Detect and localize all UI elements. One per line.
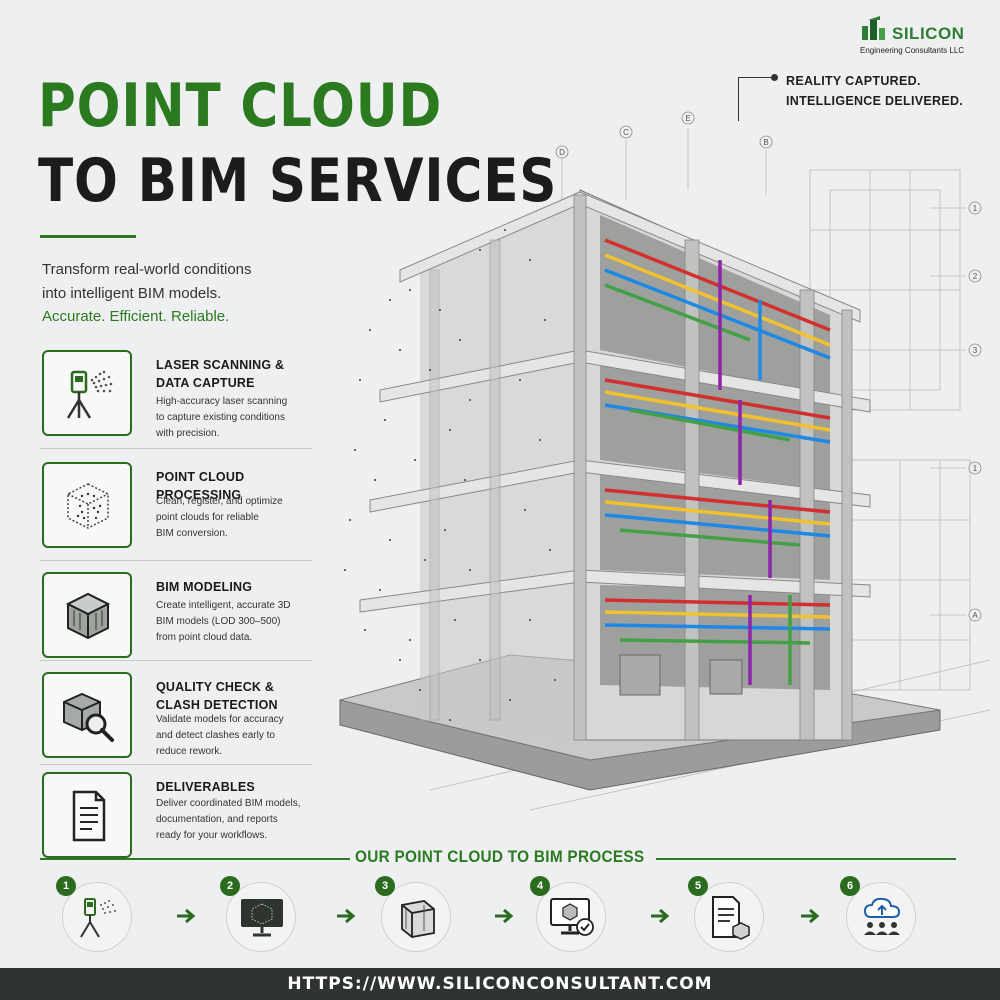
tagline-bracket (738, 77, 774, 121)
process-step-6: 6 (840, 876, 920, 956)
step-number: 4 (530, 876, 550, 896)
arrow-right-icon (801, 908, 820, 924)
service-title: POINT CLOUD PROCESSING (156, 470, 245, 502)
intro-line-1: Transform real-world conditions (42, 261, 252, 278)
tagline: REALITY CAPTURED. INTELLIGENCE DELIVERED… (738, 74, 988, 122)
intro-tagline: Accurate. Efficient. Reliable. (42, 308, 230, 325)
building-illustration: D C E B 1 2 3 1 A (339, 111, 991, 811)
process-title: OUR POINT CLOUD TO BIM PROCESS (355, 848, 645, 866)
arrow-right-icon (337, 908, 356, 924)
logo-building-icon (862, 16, 885, 40)
service-description: High-accuracy laser scanning to capture … (156, 396, 288, 439)
service-description: Create intelligent, accurate 3D BIM mode… (156, 600, 291, 643)
logo-subtitle: Engineering Consultants LLC (860, 46, 965, 55)
grid-label: B (763, 138, 768, 147)
monitor-check-icon (550, 898, 594, 936)
grid-label: 2 (973, 272, 978, 281)
process-rule-left (40, 858, 350, 860)
page-title-line-1: POINT CLOUD (38, 71, 443, 141)
point-cloud (344, 229, 556, 721)
service-title: BIM MODELING (156, 580, 253, 594)
service-bim-modeling: BIM MODELING Create intelligent, accurat… (40, 572, 312, 666)
footer-bar (0, 968, 1000, 1000)
service-title: LASER SCANNING & DATA CAPTURE (156, 358, 285, 390)
laser-scanner-icon (80, 898, 116, 938)
document-box-icon (712, 896, 750, 940)
process-step-5: 5 (688, 876, 768, 956)
arrow-right-icon (495, 908, 514, 924)
service-laser-scanning: LASER SCANNING & DATA CAPTURE High-accur… (40, 350, 312, 444)
service-divider (40, 560, 312, 561)
laser-scanner-icon (66, 370, 113, 419)
tagline-line-1: REALITY CAPTURED. (786, 74, 921, 88)
step-number: 5 (688, 876, 708, 896)
logo-brand: SILICON (892, 24, 965, 43)
title-underline (40, 235, 136, 238)
step-number: 2 (220, 876, 240, 896)
process-step-3: 3 (375, 876, 455, 956)
grid-label: 1 (973, 464, 978, 473)
company-logo: SILICON Engineering Consultants LLC (858, 14, 988, 60)
process-step-4: 4 (530, 876, 610, 956)
service-icon-box (42, 462, 132, 548)
point-cloud-cube-icon (67, 483, 109, 529)
service-title: DELIVERABLES (156, 780, 255, 794)
grid-bubbles (555, 111, 982, 622)
bim-cube-icon (65, 592, 111, 640)
service-description: Validate models for accuracy and detect … (156, 714, 284, 757)
tagline-dot (771, 74, 778, 81)
magnifier-cube-icon (63, 692, 114, 742)
service-icon-box (42, 772, 132, 858)
wireframe-cube-icon (401, 900, 435, 938)
service-point-cloud-processing: POINT CLOUD PROCESSING Clean, register, … (40, 462, 312, 556)
grid-label: 3 (973, 346, 978, 355)
service-divider (40, 660, 312, 661)
service-divider (40, 764, 312, 765)
service-icon-box (42, 572, 132, 658)
service-icon-box (42, 350, 132, 436)
service-deliverables: DELIVERABLES Deliver coordinated BIM mod… (40, 772, 312, 866)
process-step-1: 1 (56, 876, 136, 956)
document-icon (72, 790, 106, 842)
arrow-right-icon (177, 908, 196, 924)
step-number: 6 (840, 876, 860, 896)
grid-label: C (623, 128, 629, 137)
process-step-2: 2 (220, 876, 300, 956)
step-number: 3 (375, 876, 395, 896)
service-divider (40, 448, 312, 449)
intro-line-2: into intelligent BIM models. (42, 285, 222, 302)
service-title: QUALITY CHECK & CLASH DETECTION (156, 680, 278, 712)
monitor-pointcloud-icon (241, 899, 283, 937)
grid-label: 1 (973, 204, 978, 213)
grid-label: A (972, 611, 978, 620)
service-description: Clean, register, and optimize point clou… (156, 496, 283, 539)
tagline-line-2: INTELLIGENCE DELIVERED. (786, 94, 964, 108)
website-link[interactable]: HTTPS://WWW.SILICONCONSULTANT.COM (287, 974, 713, 994)
service-icon-box (42, 672, 132, 758)
step-number: 1 (56, 876, 76, 896)
page-title-line-2: TO BIM SERVICES (38, 146, 558, 216)
cloud-team-icon (863, 897, 901, 935)
service-quality-check: QUALITY CHECK & CLASH DETECTION Validate… (40, 672, 312, 766)
service-description: Deliver coordinated BIM models, document… (156, 798, 301, 841)
grid-label: D (559, 148, 565, 157)
grid-label: E (685, 114, 690, 123)
mep-pipes (604, 238, 831, 685)
arrow-right-icon (651, 908, 670, 924)
process-rule-right (656, 858, 956, 860)
